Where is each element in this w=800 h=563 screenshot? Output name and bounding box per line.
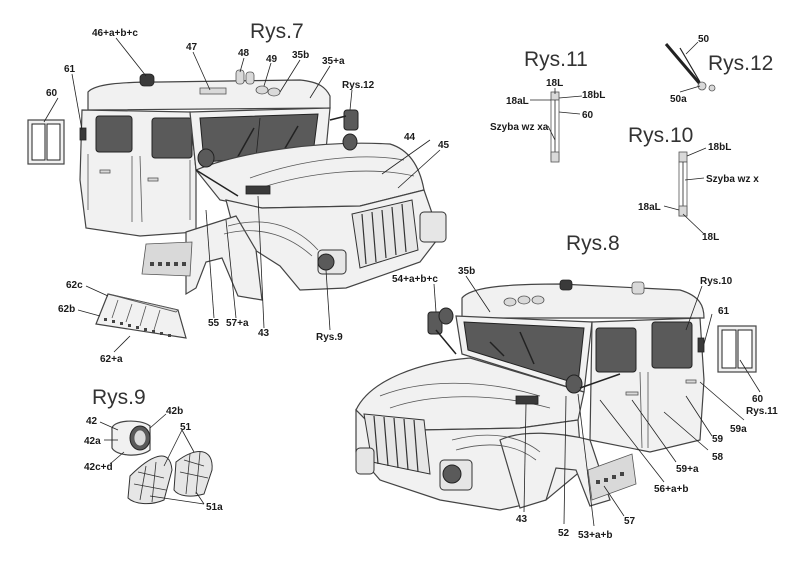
label-18bL-11: 18bL xyxy=(582,90,605,101)
label-51a: 51a xyxy=(206,502,223,513)
label-59plus-a: 59+a xyxy=(676,464,699,475)
label-49: 49 xyxy=(266,54,278,65)
label-43-bot: 43 xyxy=(516,514,528,525)
cab-rys7 xyxy=(27,69,447,301)
step-part-62 xyxy=(95,293,187,339)
label-42: 42 xyxy=(86,416,98,427)
label-rys12-ref: Rys.12 xyxy=(342,80,375,91)
label-54abc: 54+a+b+c xyxy=(392,274,438,285)
label-44: 44 xyxy=(404,132,416,143)
label-56ab: 56+a+b xyxy=(654,484,688,495)
label-35b-top: 35b xyxy=(292,50,309,61)
label-62b: 62b xyxy=(58,304,75,315)
label-szyba-x: Szyba wz x xyxy=(706,174,759,185)
title-rys7: Rys.7 xyxy=(250,20,304,43)
leader-lines xyxy=(43,37,761,527)
label-58: 58 xyxy=(712,452,724,463)
title-rys11: Rys.11 xyxy=(524,48,588,71)
parts-rys11 xyxy=(550,91,560,163)
label-57a: 57+a xyxy=(226,318,249,329)
label-47: 47 xyxy=(186,42,198,53)
label-59a: 59a xyxy=(730,424,747,435)
parts-rys12 xyxy=(664,43,716,92)
label-35b-bot: 35b xyxy=(458,266,475,277)
label-42b: 42b xyxy=(166,406,183,417)
label-42cd: 42c+d xyxy=(84,462,113,473)
figure-titles: Rys.7 Rys.8 Rys.9 Rys.10 Rys.11 Rys.12 xyxy=(92,20,773,409)
label-43-top: 43 xyxy=(258,328,270,339)
label-62c: 62c xyxy=(66,280,83,291)
title-rys12: Rys.12 xyxy=(708,52,773,75)
label-42a: 42a xyxy=(84,436,101,447)
label-45: 45 xyxy=(438,140,450,151)
label-61-bot: 61 xyxy=(718,306,730,317)
label-18L-11: 18L xyxy=(546,78,563,89)
label-18aL-10: 18aL xyxy=(638,202,661,213)
title-rys8: Rys.8 xyxy=(566,232,620,255)
label-35a: 35+a xyxy=(322,56,345,67)
label-62a: 62+a xyxy=(100,354,123,365)
part-labels: 46+a+b+c 47 48 49 35b 35+a Rys.12 61 60 … xyxy=(46,28,778,541)
label-53ab: 53+a+b xyxy=(578,530,612,541)
label-18aL-11: 18aL xyxy=(506,96,529,107)
label-51: 51 xyxy=(180,422,192,433)
parts-rys10 xyxy=(678,151,688,217)
title-rys9: Rys.9 xyxy=(92,386,146,409)
label-18L-10: 18L xyxy=(702,232,719,243)
label-48: 48 xyxy=(238,48,250,59)
label-61-top: 61 xyxy=(64,64,76,75)
label-60-11: 60 xyxy=(582,110,594,121)
label-rys10-ref: Rys.10 xyxy=(700,276,733,287)
label-46abc: 46+a+b+c xyxy=(92,28,138,39)
label-szyba-xa: Szyba wz xa xyxy=(490,122,549,133)
label-rys9-ref: Rys.9 xyxy=(316,332,343,343)
label-55: 55 xyxy=(208,318,220,329)
label-59: 59 xyxy=(712,434,724,445)
label-rys11-ref: Rys.11 xyxy=(746,406,778,417)
label-52: 52 xyxy=(558,528,570,539)
label-57-bot: 57 xyxy=(624,516,636,527)
label-50: 50 xyxy=(698,34,710,45)
cab-rys8 xyxy=(355,279,757,511)
parts-rys9 xyxy=(111,420,213,505)
label-60-bot: 60 xyxy=(752,394,764,405)
title-rys10: Rys.10 xyxy=(628,124,693,147)
label-60-top: 60 xyxy=(46,88,58,99)
label-18bL-10: 18bL xyxy=(708,142,731,153)
label-50a: 50a xyxy=(670,94,687,105)
